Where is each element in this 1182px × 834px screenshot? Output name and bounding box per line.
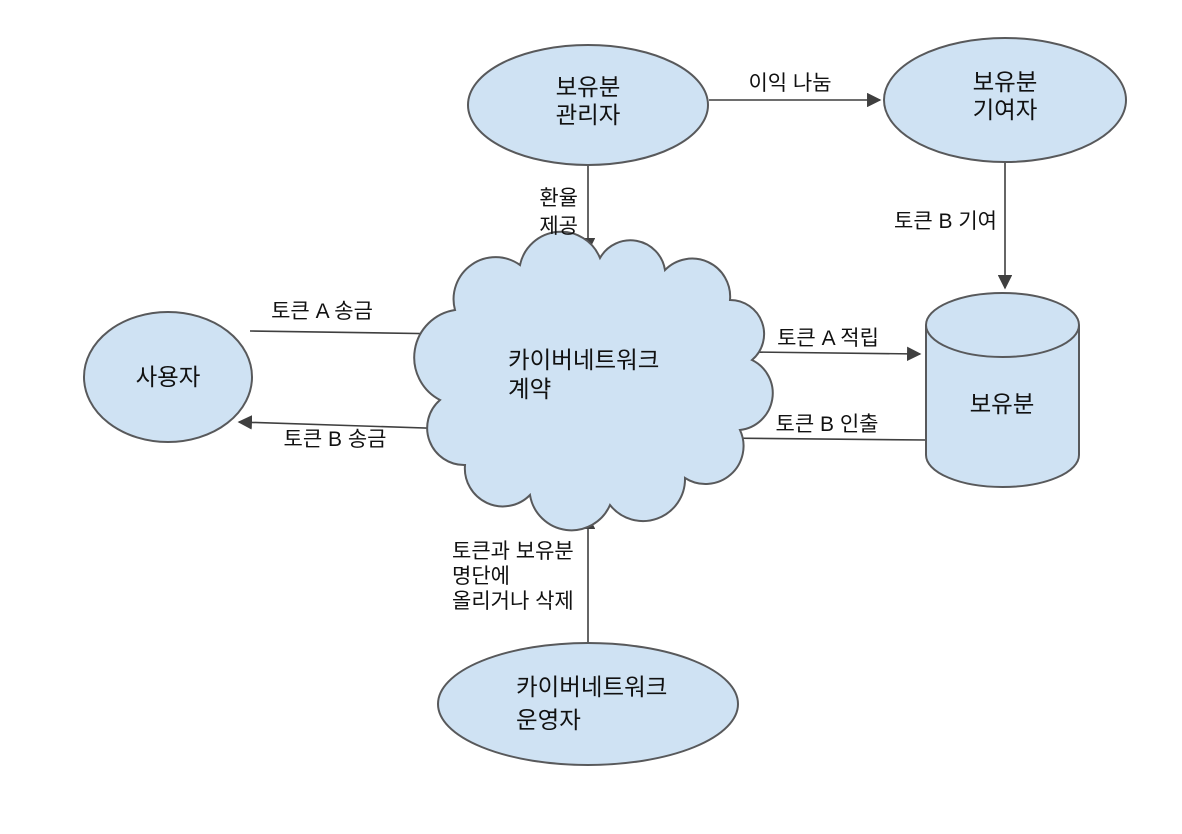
user-label: 사용자: [136, 364, 201, 390]
kyber-contract-label-line1: 카이버네트워크: [508, 347, 659, 373]
reserve-manager-label-line1: 보유분: [556, 74, 621, 100]
kyber-contract-cloud: [413, 230, 774, 532]
edge-listing-label-line3: 올리거나 삭제: [452, 590, 574, 613]
node-labels-group: 보유분 관리자 보유분 기여자 사용자 카이버네트워크 계약 보유분 카이버네트…: [136, 69, 1038, 733]
kyber-operator-ellipse: [437, 642, 739, 766]
edge-provide-rate-label-line1: 환율: [539, 187, 578, 210]
edge-token-a-deposit-label: 토큰 A 적립: [777, 327, 879, 350]
edge-profit-sharing-label: 이익 나눔: [748, 72, 831, 95]
reserve-manager-ellipse: [467, 44, 709, 166]
edge-token-a-transfer-label: 토큰 A 송금: [271, 300, 373, 323]
edges-group: [237, 92, 1013, 642]
reserve-contributor-label-line1: 보유분: [973, 69, 1038, 95]
kyber-operator-label-line1: 카이버네트워크: [516, 674, 667, 700]
edge-token-b-transfer-arrow: [237, 415, 456, 430]
edge-listing-label-line1: 토큰과 보유분: [452, 540, 574, 563]
edge-token-a-transfer-arrow: [249, 326, 452, 342]
reserve-cylinder-body: [925, 325, 1080, 488]
edge-provide-rate-label-line2: 제공: [539, 215, 578, 238]
edge-token-b-withdrawal-label: 토큰 B 인출: [776, 413, 879, 436]
edge-listing-label-line2: 명단에: [452, 565, 510, 588]
edge-token-a-deposit-arrow: [750, 346, 922, 362]
kyber-contract-label-line2: 계약: [508, 376, 551, 402]
reserve-manager-label-line2: 관리자: [556, 102, 621, 128]
reserve-cylinder: [925, 292, 1080, 488]
reserve-contributor-label-line2: 기여자: [973, 97, 1038, 123]
edge-labels-group: 이익 나눔 환율 제공 토큰 B 기여 토큰 A 송금 토큰 B 송금 토큰 A…: [271, 72, 997, 613]
reserve-contributor-ellipse: [883, 37, 1127, 163]
kyber-operator-label-line2: 운영자: [516, 707, 581, 733]
edge-token-b-contribution-label: 토큰 B 기여: [894, 210, 997, 233]
edge-token-b-withdrawal-arrow: [714, 430, 928, 446]
reserve-cylinder-top: [925, 292, 1080, 358]
edge-token-b-transfer-label: 토큰 B 송금: [284, 428, 387, 451]
reserve-label: 보유분: [970, 391, 1035, 417]
user-ellipse: [83, 311, 253, 443]
